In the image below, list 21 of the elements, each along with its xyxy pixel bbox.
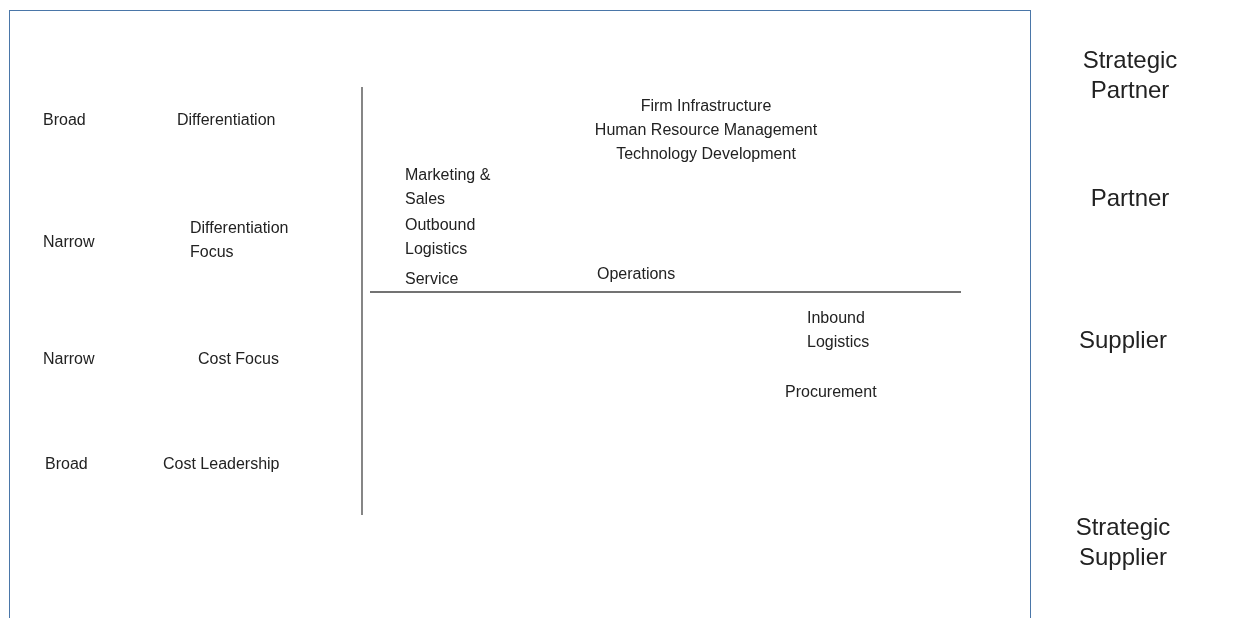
label-text: Cost Leadership xyxy=(163,454,280,474)
label-text: Technology Development xyxy=(615,144,797,164)
label-text: Differentiation xyxy=(177,110,276,130)
label-text: Differentiation Focus xyxy=(190,218,290,262)
label-text: Operations xyxy=(597,264,676,284)
label-text: Firm Infrastructure xyxy=(639,96,773,116)
label-text: Marketing & Sales xyxy=(405,165,492,209)
label-text: Narrow xyxy=(43,349,95,369)
label-text: Narrow xyxy=(43,232,95,252)
label-text: Partner xyxy=(1089,183,1171,213)
label-text: Broad xyxy=(45,454,88,474)
label-text: Service xyxy=(405,269,459,289)
label-text: Strategic Supplier xyxy=(1074,512,1172,572)
label-text: Broad xyxy=(43,110,86,130)
label-text: Outbound Logistics xyxy=(405,215,477,259)
label-text: Cost Focus xyxy=(198,349,279,369)
label-text: Human Resource Management xyxy=(593,120,819,140)
label-text: Procurement xyxy=(785,382,877,402)
label-text: Supplier xyxy=(1077,325,1169,355)
label-text: Inbound Logistics xyxy=(807,308,871,352)
label-text: Strategic Partner xyxy=(1081,45,1179,105)
